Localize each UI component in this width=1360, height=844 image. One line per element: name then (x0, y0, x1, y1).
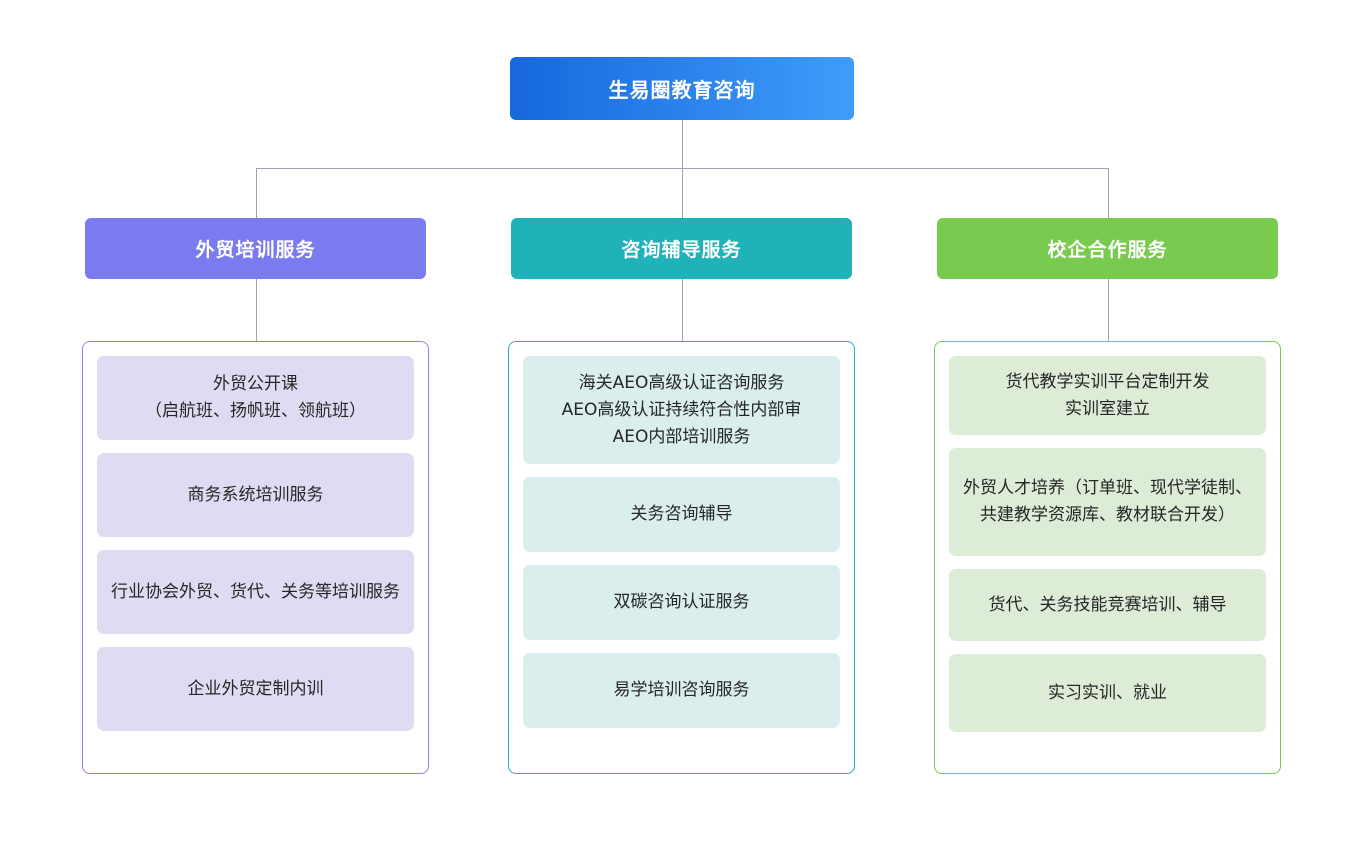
root-node-label: 生易圈教育咨询 (608, 78, 756, 102)
branch-body-school-enterprise-cooperation: 货代教学实训平台定制开发 实训室建立 外贸人才培养（订单班、现代学徒制、共建教学… (934, 341, 1281, 774)
branch-header-foreign-trade-training[interactable]: 外贸培训服务 (85, 218, 426, 279)
branch-header-label: 校企合作服务 (1047, 239, 1168, 261)
service-item[interactable]: 易学培训咨询服务 (523, 653, 840, 728)
connector-root-vertical (682, 120, 683, 168)
branch-body-consulting-guidance: 海关AEO高级认证咨询服务 AEO高级认证持续符合性内部审 AEO内部培训服务 … (508, 341, 855, 774)
connector-branch-1 (256, 168, 257, 218)
connector-branch-3 (1108, 168, 1109, 218)
service-item[interactable]: 双碳咨询认证服务 (523, 565, 840, 640)
service-item[interactable]: 关务咨询辅导 (523, 477, 840, 552)
branch-header-consulting-guidance[interactable]: 咨询辅导服务 (511, 218, 852, 279)
service-item[interactable]: 海关AEO高级认证咨询服务 AEO高级认证持续符合性内部审 AEO内部培训服务 (523, 356, 840, 464)
service-item[interactable]: 外贸人才培养（订单班、现代学徒制、共建教学资源库、教材联合开发） (949, 448, 1266, 556)
service-item[interactable]: 货代、关务技能竞赛培训、辅导 (949, 569, 1266, 641)
service-item[interactable]: 货代教学实训平台定制开发 实训室建立 (949, 356, 1266, 435)
connector-header-to-body-2 (682, 279, 683, 341)
service-item[interactable]: 企业外贸定制内训 (97, 647, 414, 731)
connector-header-to-body-3 (1108, 279, 1109, 341)
branch-header-label: 咨询辅导服务 (621, 239, 742, 261)
connector-header-to-body-1 (256, 279, 257, 341)
service-item[interactable]: 外贸公开课 （启航班、扬帆班、领航班） (97, 356, 414, 440)
service-item[interactable]: 商务系统培训服务 (97, 453, 414, 537)
branch-header-school-enterprise-cooperation[interactable]: 校企合作服务 (937, 218, 1278, 279)
root-node[interactable]: 生易圈教育咨询 (510, 57, 854, 120)
service-item[interactable]: 行业协会外贸、货代、关务等培训服务 (97, 550, 414, 634)
branch-body-foreign-trade-training: 外贸公开课 （启航班、扬帆班、领航班） 商务系统培训服务 行业协会外贸、货代、关… (82, 341, 429, 774)
branch-header-label: 外贸培训服务 (195, 239, 316, 261)
connector-branch-2 (682, 168, 683, 218)
service-item[interactable]: 实习实训、就业 (949, 654, 1266, 732)
